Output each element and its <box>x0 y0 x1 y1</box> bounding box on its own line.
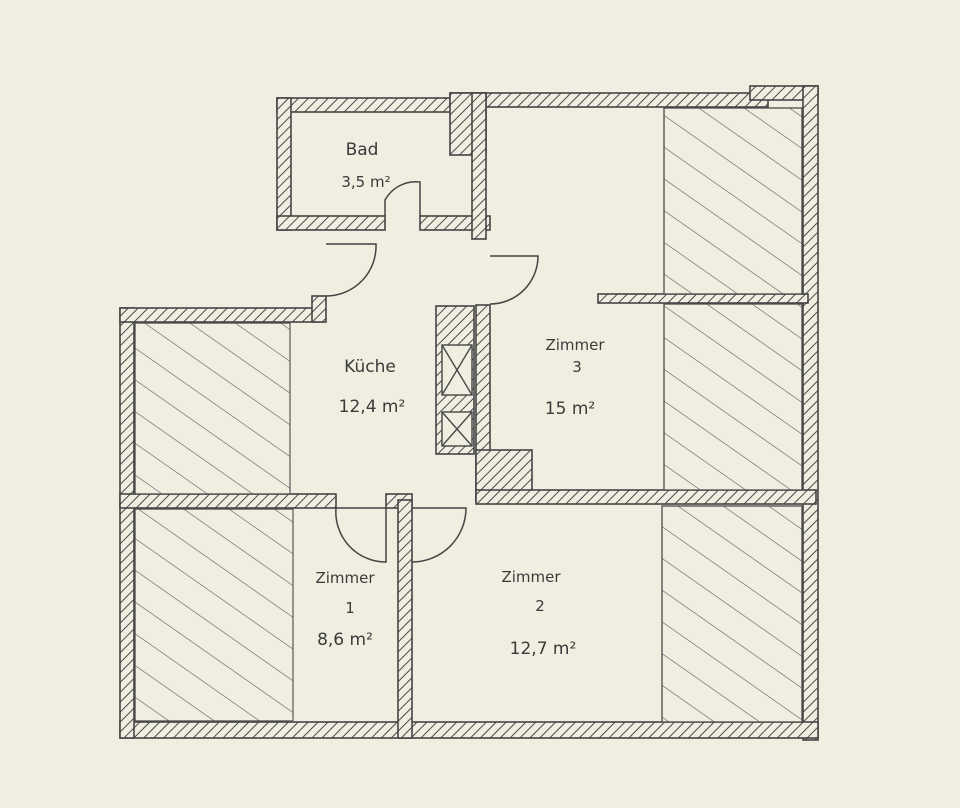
room-area-zimmer3: 15 m² <box>545 399 595 419</box>
room-area-zimmer1: 8,6 m² <box>317 630 373 650</box>
wardrobe-zimmer3-bottom <box>663 303 803 491</box>
room-name-bad: Bad <box>346 140 379 160</box>
room-area-kueche: 12,4 m² <box>339 397 406 417</box>
room-area-zimmer2: 12,7 m² <box>510 639 577 659</box>
room-number-zimmer2: 2 <box>535 597 545 615</box>
room-name-zimmer3: Zimmer <box>545 336 605 354</box>
room-name-zimmer2: Zimmer <box>501 568 561 586</box>
wardrobe-zimmer3-top <box>663 107 803 295</box>
room-name-zimmer1: Zimmer <box>315 569 375 587</box>
wardrobe-zimmer1 <box>134 508 294 722</box>
room-number-zimmer3: 3 <box>572 358 582 376</box>
furniture <box>134 107 803 723</box>
room-labels: Bad 3,5 m² Küche 12,4 m² Zimmer 3 15 m² … <box>315 140 605 659</box>
room-number-zimmer1: 1 <box>345 599 355 617</box>
wardrobe-kueche <box>134 322 291 495</box>
chimney <box>435 305 475 455</box>
interior-walls <box>119 92 817 739</box>
room-area-bad: 3,5 m² <box>341 173 390 191</box>
wardrobe-zimmer2 <box>661 505 803 723</box>
room-name-kueche: Küche <box>344 357 396 377</box>
doors <box>325 180 539 563</box>
